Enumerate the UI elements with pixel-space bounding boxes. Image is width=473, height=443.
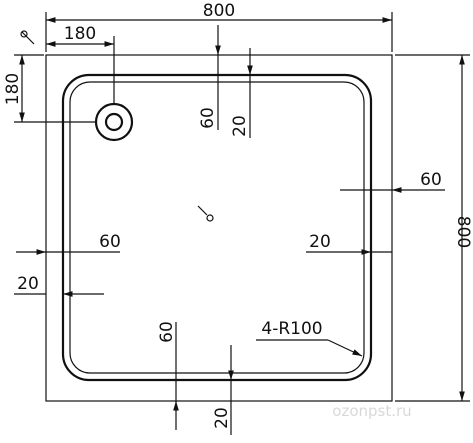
drain-outer-circle (94, 102, 134, 142)
left-20-label: 20 (17, 274, 39, 294)
left-60-label: 60 (99, 232, 121, 252)
top-inner-20-label: 20 (230, 115, 250, 137)
right-60-label: 60 (420, 170, 442, 190)
bottom-60-label: 60 (157, 321, 177, 343)
center-mark-icon (197, 205, 214, 222)
drain-inner-circle (104, 112, 124, 132)
right-20-label: 20 (309, 232, 331, 252)
bottom-20-label: 20 (212, 407, 232, 429)
corner-radius-label: 4-R100 (261, 319, 322, 339)
basin-outer-rim (61, 73, 373, 382)
overall-height-label: 800 (453, 216, 473, 248)
tray-outer-outline (45, 54, 393, 402)
drain-offset-y-label: 180 (3, 73, 23, 105)
drain-offset-x-label: 180 (64, 24, 96, 44)
overall-width-label: 800 (203, 1, 235, 21)
basin-inner-rim (69, 81, 365, 374)
pencil-icon (20, 30, 35, 45)
watermark-text: ozonpst.ru (332, 402, 411, 420)
top-inner-60-label: 60 (198, 107, 218, 129)
radius-leader-arrow (327, 339, 363, 357)
